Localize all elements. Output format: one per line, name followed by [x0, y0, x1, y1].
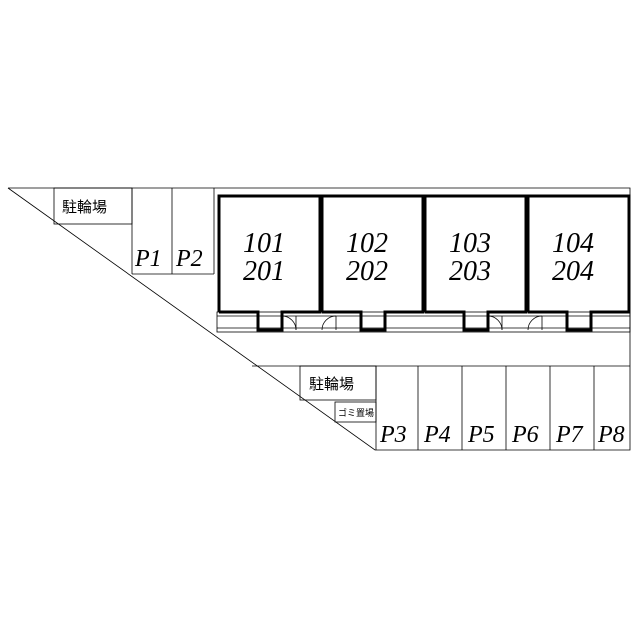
site-boundary	[7, 187, 631, 451]
upper-parking-area: 駐輪場 P1 P2	[53, 187, 215, 275]
unit-104-204: 104 204	[526, 194, 631, 332]
unit-number-upper: 201	[243, 256, 285, 287]
bicycle-parking-label-top: 駐輪場	[62, 198, 107, 216]
unit-number-ground: 104	[552, 228, 594, 259]
unit-number-upper: 203	[449, 256, 491, 287]
parking-space-label: P5	[467, 422, 495, 448]
unit-number-upper: 202	[346, 256, 388, 287]
parking-space-label: P6	[511, 422, 539, 448]
parking-space-label: P1	[134, 246, 162, 272]
unit-number-ground: 103	[449, 228, 491, 259]
unit-102-202: 102 202	[320, 194, 425, 332]
garbage-area-label: ゴミ置場	[338, 407, 374, 419]
bicycle-parking-label-bottom: 駐輪場	[309, 375, 354, 393]
unit-number-upper: 204	[552, 256, 594, 287]
parking-space-label: P3	[379, 422, 407, 448]
unit-101-201: 101 201	[217, 194, 322, 332]
unit-103-203: 103 203	[423, 194, 528, 332]
parking-space-label: P8	[597, 422, 625, 448]
parking-space-label: P4	[423, 422, 451, 448]
unit-number-ground: 102	[346, 228, 388, 259]
parking-space-label: P2	[175, 246, 203, 272]
lower-parking-area: 駐輪場 ゴミ置場 P3 P4 P5 P6 P7 P8	[252, 365, 630, 450]
apartment-building: 101 201 102 202 103 203 104 204	[216, 194, 631, 333]
unit-number-ground: 101	[243, 228, 285, 259]
parking-space-label: P7	[555, 422, 584, 448]
